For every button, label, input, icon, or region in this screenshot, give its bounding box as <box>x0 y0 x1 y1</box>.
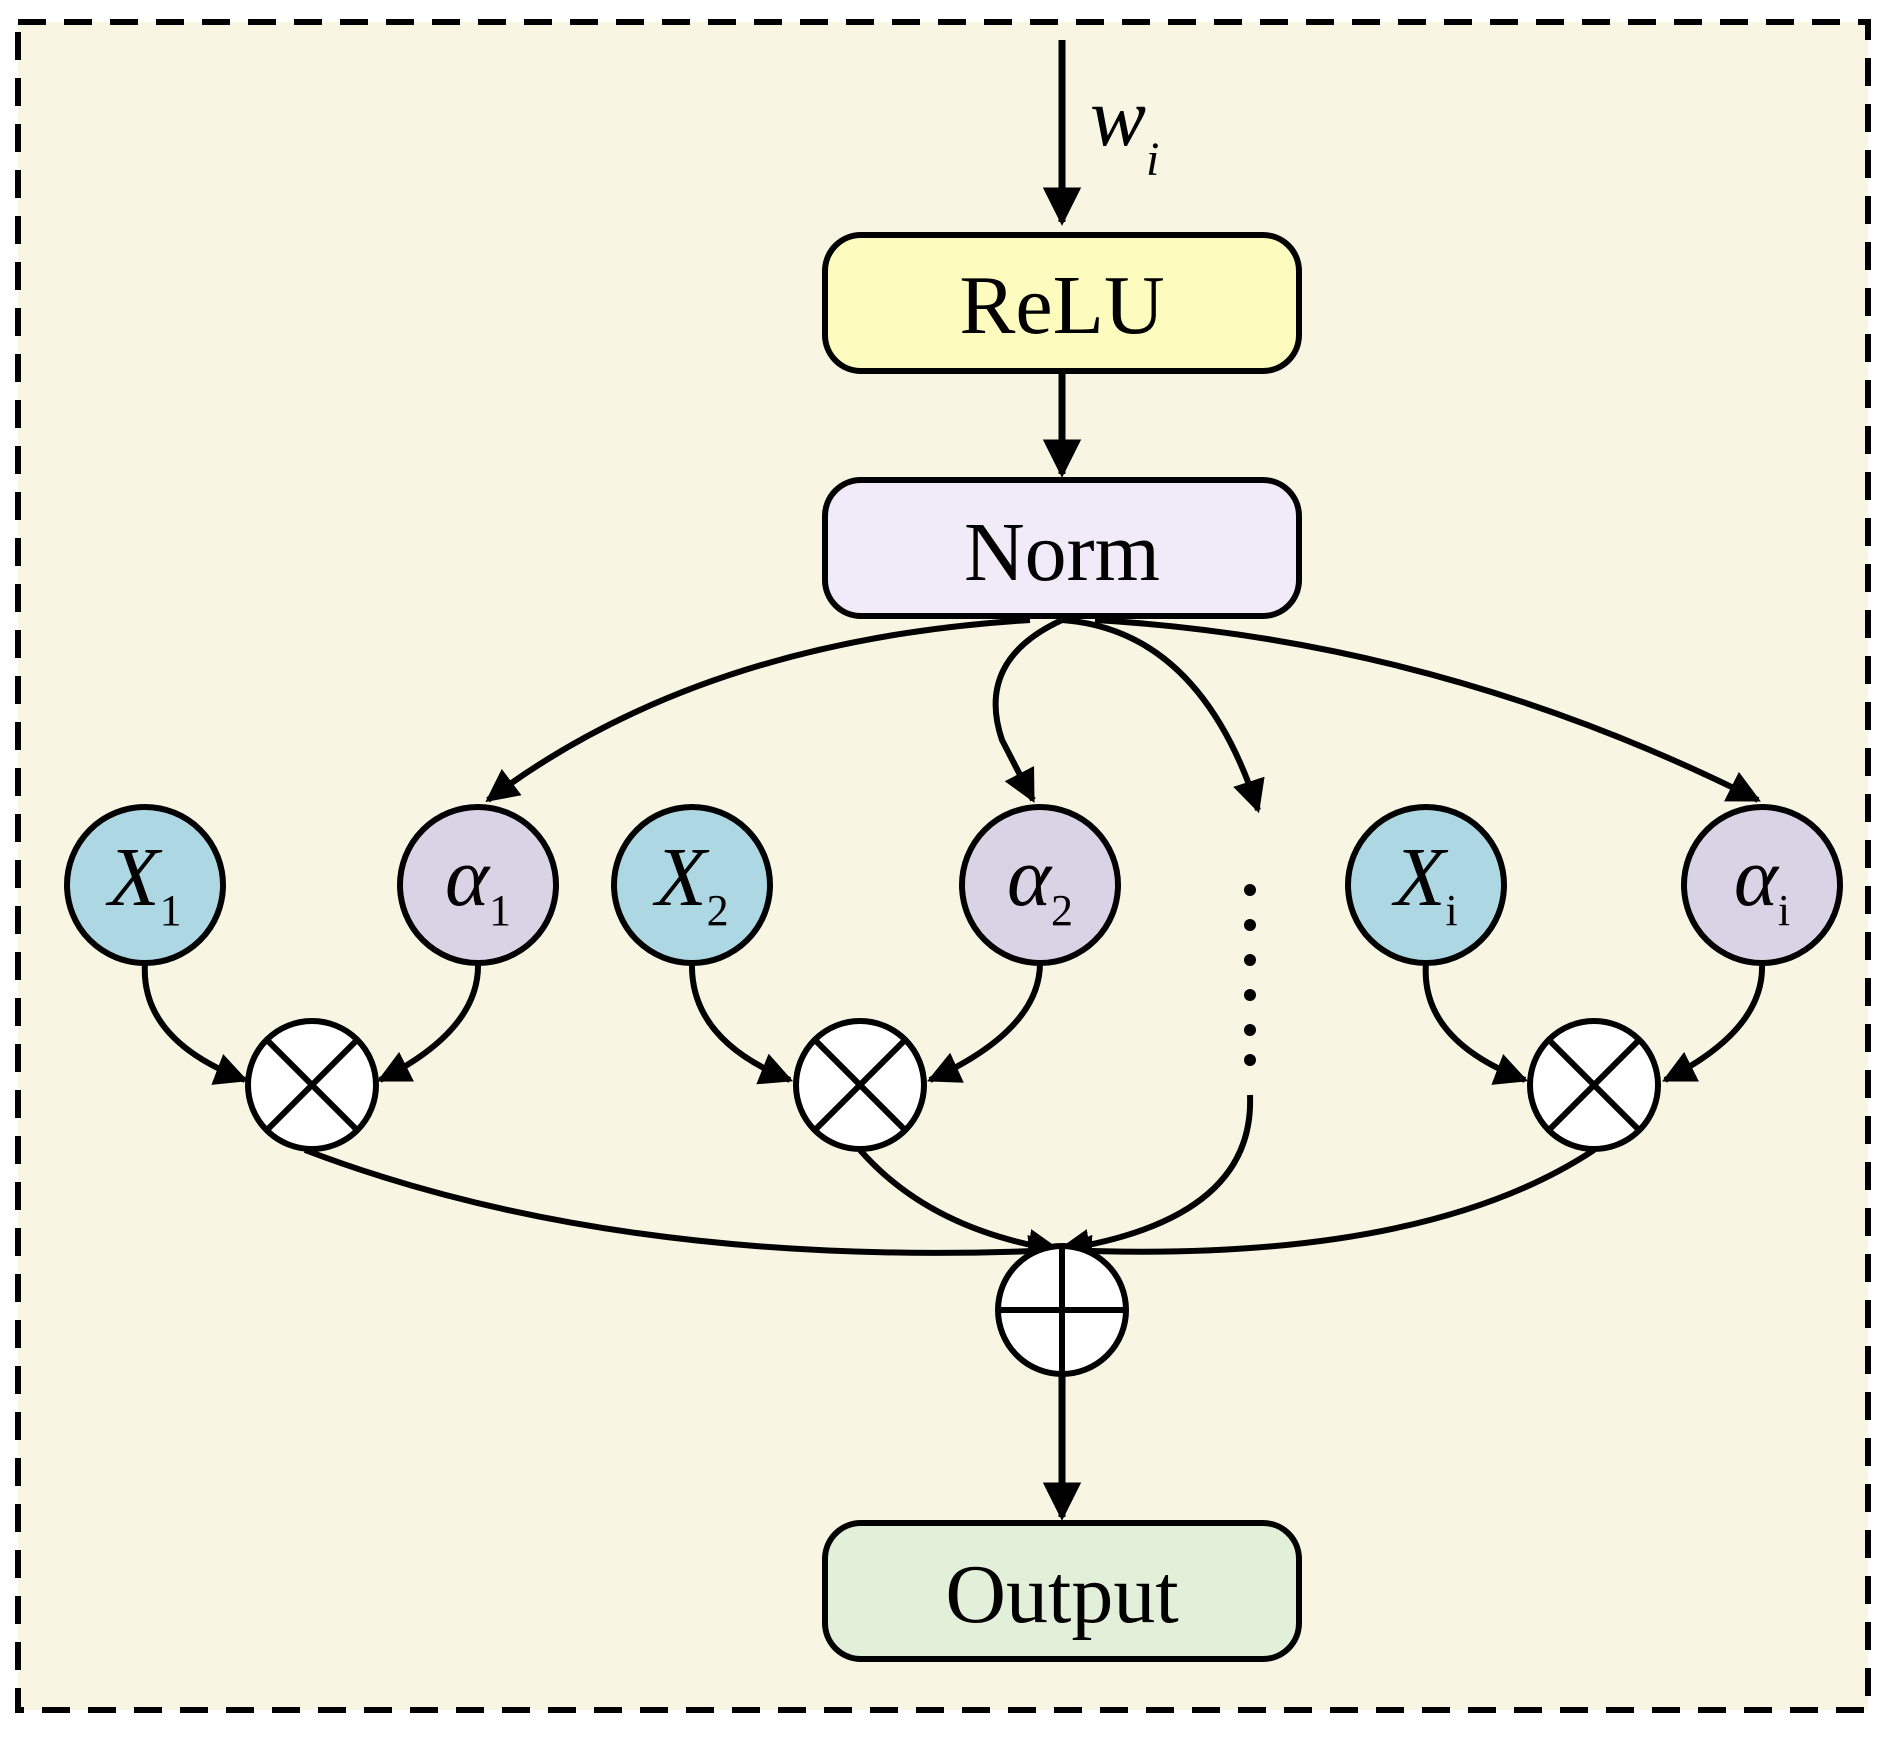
output-label: Output <box>945 1548 1178 1641</box>
svg-text:X2: X2 <box>652 831 728 935</box>
node-x2: X2 <box>611 804 773 966</box>
svg-text:α2: α2 <box>1007 831 1073 935</box>
multiply-icon-2 <box>793 1018 927 1152</box>
norm-to-dots-arrow <box>1061 617 1265 814</box>
alpha2-to-mult2-arrow <box>926 962 1043 1083</box>
multiply-icon-i <box>1527 1018 1661 1152</box>
svg-text:α1: α1 <box>445 831 511 935</box>
input-label: wi <box>1090 71 1159 186</box>
x2-to-mult2-arrow <box>688 962 794 1085</box>
node-xi: Xi <box>1345 804 1507 966</box>
node-alpha2: α2 <box>959 804 1121 966</box>
ellipsis-dots <box>1244 884 1256 1066</box>
multiply-icon-1 <box>245 1018 379 1152</box>
alpha1-to-mult1-arrow <box>377 962 482 1083</box>
norm-to-alpha2-arrow <box>992 617 1064 803</box>
mult1-to-sum-arrow <box>303 1147 1062 1268</box>
relu-block: ReLU <box>822 232 1302 374</box>
multi-to-sum-arrow <box>1058 1147 1596 1268</box>
alphai-to-multi-arrow <box>1662 962 1766 1083</box>
norm-label: Norm <box>964 506 1160 599</box>
sum-icon <box>995 1243 1129 1377</box>
norm-to-alphai-arrow <box>1094 617 1761 803</box>
norm-block: Norm <box>822 477 1302 619</box>
svg-text:X1: X1 <box>105 831 181 935</box>
norm-to-alpha1-arrow <box>485 617 1031 803</box>
xi-to-multi-arrow <box>1422 962 1529 1085</box>
x1-to-mult1-arrow <box>141 962 249 1085</box>
svg-text:αi: αi <box>1734 831 1790 935</box>
relu-label: ReLU <box>959 259 1164 352</box>
node-alphai: αi <box>1681 804 1843 966</box>
svg-text:Xi: Xi <box>1391 831 1458 935</box>
mult2-to-sum-arrow <box>857 1148 1062 1262</box>
node-alpha1: α1 <box>397 804 559 966</box>
output-block: Output <box>822 1520 1302 1662</box>
dots-to-sum-arrow <box>1056 1094 1254 1262</box>
node-x1: X1 <box>64 804 226 966</box>
